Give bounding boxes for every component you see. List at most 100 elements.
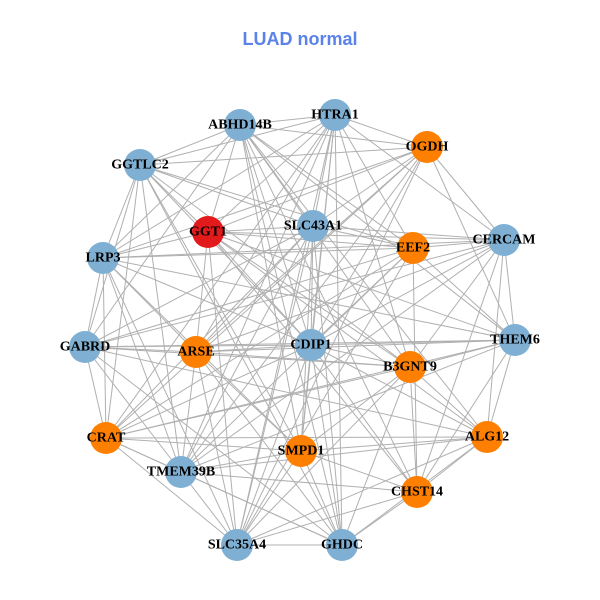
edge-LRP3-THEM6	[102, 257, 516, 341]
edge-ABHD14B-CDIP1	[239, 124, 312, 346]
edge-GABRD-TMEM39B	[84, 346, 182, 473]
node-label: SLC43A1	[284, 219, 342, 234]
edge-SLC43A1-GABRD	[84, 225, 314, 348]
node-circle	[471, 421, 503, 453]
node-CRAT: CRAT	[87, 422, 126, 454]
edge-HTRA1-CERCAM	[334, 114, 505, 241]
edge-EEF2-SLC35A4	[236, 247, 414, 546]
edge-GGT1-ARSE	[195, 231, 209, 353]
node-circle	[295, 329, 327, 361]
edge-THEM6-TMEM39B	[180, 339, 516, 473]
edge-CERCAM-GABRD	[84, 239, 505, 348]
node-label: GGTLC2	[111, 158, 169, 173]
node-circle	[319, 99, 351, 131]
edge-ABHD14B-LRP3	[102, 124, 241, 259]
edge-GGTLC2-SMPD1	[139, 164, 302, 452]
edge-ABHD14B-GGTLC2	[139, 124, 241, 166]
edge-CDIP1-THEM6	[310, 339, 516, 346]
node-CERCAM: CERCAM	[473, 224, 536, 256]
node-label: OGDH	[406, 140, 449, 155]
edge-GGTLC2-LRP3	[102, 164, 141, 259]
edge-EEF2-CRAT	[105, 247, 414, 439]
edge-GABRD-GHDC	[84, 346, 343, 546]
edge-OGDH-CERCAM	[426, 146, 505, 241]
edge-GGTLC2-CDIP1	[139, 164, 312, 346]
node-label: GHDC	[321, 538, 363, 553]
edge-CERCAM-ARSE	[195, 239, 505, 353]
edge-OGDH-GGT1	[207, 146, 428, 233]
edge-OGDH-SLC43A1	[312, 146, 428, 227]
node-GHDC: GHDC	[321, 529, 363, 561]
node-label: THEM6	[490, 333, 540, 348]
edge-ARSE-SLC35A4	[195, 351, 238, 546]
edge-CDIP1-SMPD1	[300, 344, 312, 452]
edge-ARSE-TMEM39B	[180, 351, 197, 473]
edge-SMPD1-GHDC	[300, 450, 343, 546]
edge-CDIP1-CHST14	[310, 344, 418, 493]
edge-CRAT-SMPD1	[105, 437, 302, 452]
node-circle	[411, 131, 443, 163]
edge-CDIP1-CRAT	[105, 344, 312, 439]
edge-ARSE-B3GNT9	[195, 351, 411, 368]
edge-HTRA1-OGDH	[334, 114, 428, 148]
edge-CHST14-SLC35A4	[236, 491, 418, 546]
node-circle	[224, 109, 256, 141]
edge-CERCAM-CDIP1	[310, 239, 505, 346]
node-CDIP1: CDIP1	[290, 329, 332, 361]
edge-EEF2-GABRD	[84, 247, 414, 348]
node-THEM6: THEM6	[490, 324, 540, 356]
node-circle	[397, 232, 429, 264]
edge-ABHD14B-SMPD1	[239, 124, 302, 452]
edge-CERCAM-CHST14	[416, 239, 505, 493]
edge-B3GNT9-GHDC	[341, 366, 411, 546]
node-label: ABHD14B	[208, 118, 272, 133]
node-GABRD: GABRD	[60, 331, 110, 363]
node-label: CDIP1	[290, 338, 331, 353]
node-circle	[326, 529, 358, 561]
node-label: LRP3	[86, 251, 121, 266]
edge-HTRA1-SLC43A1	[312, 114, 336, 227]
node-label: ALG12	[465, 430, 509, 445]
edge-GGTLC2-EEF2	[139, 164, 414, 249]
node-label: CRAT	[87, 431, 126, 446]
edge-GGT1-SLC35A4	[207, 231, 238, 546]
node-GGTLC2: GGTLC2	[111, 149, 169, 181]
node-ABHD14B: ABHD14B	[208, 109, 272, 141]
edge-SMPD1-SLC35A4	[236, 450, 302, 546]
node-EEF2: EEF2	[396, 232, 430, 264]
node-circle	[165, 456, 197, 488]
edge-SLC43A1-ARSE	[195, 225, 314, 353]
edge-HTRA1-EEF2	[334, 114, 414, 249]
edge-GGT1-CDIP1	[207, 231, 312, 346]
node-GGT1: GGT1	[189, 216, 227, 248]
node-circle	[124, 149, 156, 181]
node-circle	[297, 210, 329, 242]
edge-CDIP1-SLC35A4	[236, 344, 312, 546]
node-circle	[401, 476, 433, 508]
edge-CDIP1-B3GNT9	[310, 344, 411, 368]
chart-title: LUAD normal	[242, 29, 358, 49]
node-circle	[394, 351, 426, 383]
edge-LRP3-CDIP1	[102, 257, 312, 346]
node-circle	[285, 435, 317, 467]
edge-B3GNT9-ALG12	[409, 366, 488, 438]
edge-GGT1-LRP3	[102, 231, 209, 259]
edge-OGDH-TMEM39B	[180, 146, 428, 473]
node-circle	[488, 224, 520, 256]
edge-OGDH-THEM6	[426, 146, 516, 341]
edge-GGT1-ALG12	[207, 231, 488, 438]
edge-GABRD-ALG12	[84, 346, 488, 438]
node-HTRA1: HTRA1	[311, 99, 359, 131]
node-SLC35A4: SLC35A4	[208, 529, 266, 561]
edge-TMEM39B-GHDC	[180, 471, 343, 546]
edge-SLC43A1-CRAT	[105, 225, 314, 439]
edge-CDIP1-GHDC	[310, 344, 343, 546]
edge-GGT1-THEM6	[207, 231, 516, 341]
node-circle	[221, 529, 253, 561]
edge-SMPD1-ALG12	[300, 436, 488, 452]
node-label: GGT1	[189, 225, 227, 240]
node-label: CHST14	[391, 485, 443, 500]
edge-ABHD14B-THEM6	[239, 124, 516, 341]
